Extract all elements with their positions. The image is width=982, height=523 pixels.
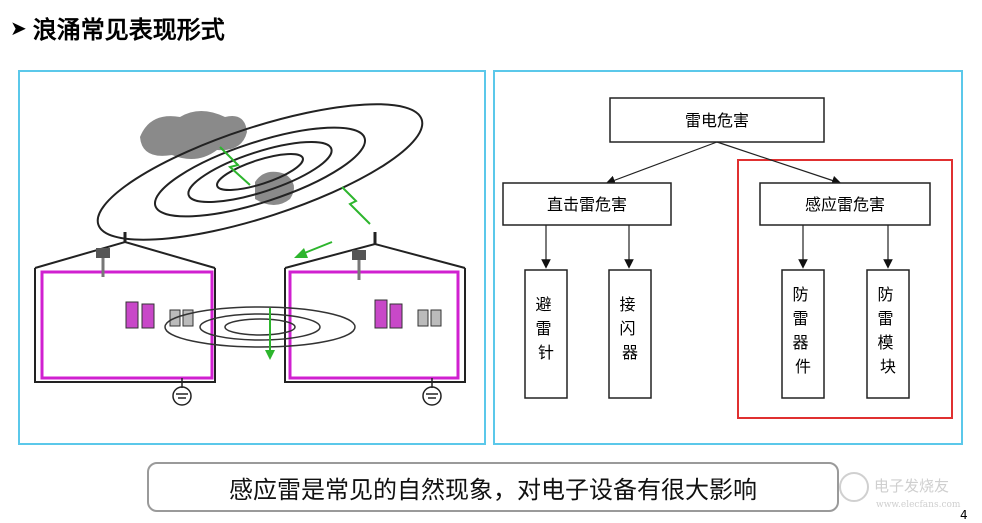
induced-lightning-highlight <box>737 159 953 419</box>
leaf-protection-device-label: 防 雷 器 件 <box>792 285 813 376</box>
left-wiring-loop <box>40 270 214 380</box>
ground-icon <box>422 378 442 406</box>
root-node <box>609 97 825 143</box>
leaf-air-terminal <box>608 269 652 399</box>
watermark-logo: 电子发烧友 www.elecfans.com <box>836 465 966 515</box>
arrow-down-icon <box>265 350 275 360</box>
arrow-left-icon <box>294 248 308 258</box>
caption-text: 感应雷是常见的自然现象，对电子设备有很大影响 <box>229 475 757 504</box>
device-icon <box>125 299 403 329</box>
leaf-protection-device <box>781 269 825 399</box>
hazard-tree: 雷电危害 直击雷危害 感应雷危害 避 雷 针 接 闪 器 防 雷 器 <box>502 97 953 419</box>
induced-lightning-label: 感应雷危害 <box>805 195 885 214</box>
ground-icon <box>172 378 192 406</box>
right-building-roof <box>284 242 466 269</box>
lightning-icon <box>341 186 371 225</box>
root-node-label: 雷电危害 <box>685 111 749 130</box>
hazard-tree-panel: 雷电危害 直击雷危害 感应雷危害 避 雷 针 接 闪 器 防 雷 器 <box>493 70 963 445</box>
bullet-arrow-icon: ➤ <box>10 15 27 40</box>
slide-title-text: 浪涌常见表现形式 <box>32 16 225 44</box>
elecfans-logo-icon: 电子发烧友 www.elecfans.com <box>839 472 961 510</box>
leaf-air-terminal-label: 接 闪 器 <box>619 295 640 362</box>
lightning-icon <box>219 146 251 186</box>
leaf-protection-module-label: 防 雷 模 块 <box>877 285 898 376</box>
direct-lightning-label: 直击雷危害 <box>547 195 627 214</box>
induction-rings <box>164 306 356 348</box>
leaf-lightning-rod-label: 避 雷 针 <box>535 295 556 362</box>
leaf-protection-module <box>866 269 910 399</box>
leaf-lightning-rod <box>524 269 568 399</box>
field-rings <box>96 103 424 241</box>
page-number: 4 <box>960 508 968 522</box>
induced-lightning-node <box>759 182 931 226</box>
right-wiring-loop <box>288 270 460 380</box>
antenna-icon <box>352 250 366 260</box>
svg-text:电子发烧友: 电子发烧友 <box>874 477 949 495</box>
left-building-roof <box>34 240 216 269</box>
direct-lightning-node <box>502 182 672 226</box>
surge-illustration-panel <box>18 70 486 445</box>
slide-title: ➤ 浪涌常见表现形式 <box>10 10 225 45</box>
svg-text:www.elecfans.com: www.elecfans.com <box>876 500 961 510</box>
caption-box: 感应雷是常见的自然现象，对电子设备有很大影响 <box>147 462 839 512</box>
antenna-icon <box>96 248 110 258</box>
surge-illustration <box>34 103 466 406</box>
